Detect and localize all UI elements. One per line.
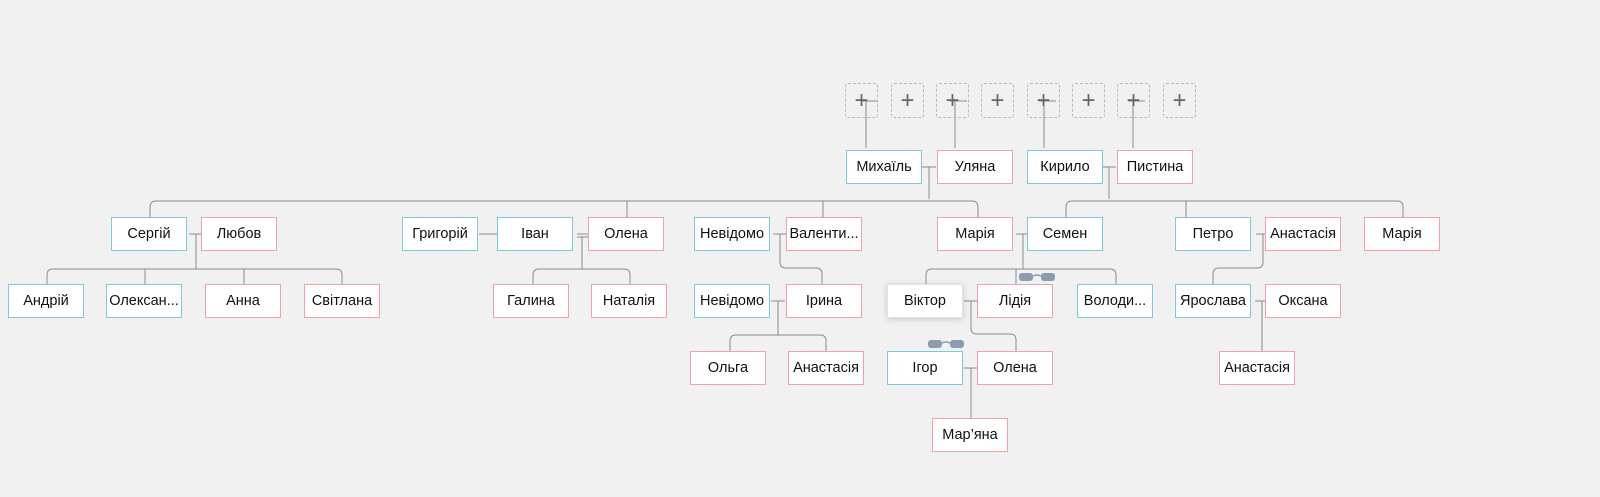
person-card-olena[interactable]: Олена — [588, 217, 664, 251]
person-card-hryhorii[interactable]: Григорій — [402, 217, 478, 251]
glasses-icon — [928, 340, 964, 348]
person-card-ivan[interactable]: Іван — [497, 217, 573, 251]
person-card-anna[interactable]: Анна — [205, 284, 281, 318]
add-parent-button[interactable]: + — [1117, 83, 1150, 118]
person-card-ihor[interactable]: Ігор — [887, 351, 963, 385]
person-card-serhii[interactable]: Сергій — [111, 217, 187, 251]
add-parent-button[interactable]: + — [845, 83, 878, 118]
person-card-anastasiia[interactable]: Анастасія — [788, 351, 864, 385]
glasses-icon — [1019, 273, 1055, 281]
person-card-mykhailo[interactable]: Михаїль — [846, 150, 922, 184]
person-card-kyrylo[interactable]: Кирило — [1027, 150, 1103, 184]
person-card-mariia[interactable]: Марія — [937, 217, 1013, 251]
person-card-petro[interactable]: Петро — [1175, 217, 1251, 251]
person-card-anastasiia[interactable]: Анастасія — [1219, 351, 1295, 385]
person-card-oksana[interactable]: Оксана — [1265, 284, 1341, 318]
person-card-olena[interactable]: Олена — [977, 351, 1053, 385]
person-card-lidiia[interactable]: Лідія — [977, 284, 1053, 318]
person-card-iryna[interactable]: Ірина — [786, 284, 862, 318]
person-card-anastasiia[interactable]: Анастасія — [1265, 217, 1341, 251]
person-card-uliana[interactable]: Уляна — [937, 150, 1013, 184]
person-card-oleksandr[interactable]: Олексан... — [106, 284, 182, 318]
person-card-nataliia[interactable]: Наталія — [591, 284, 667, 318]
person-card-yaroslava[interactable]: Ярослава — [1175, 284, 1251, 318]
person-card-nevidomo[interactable]: Невідомо — [694, 284, 770, 318]
person-card-olha[interactable]: Ольга — [690, 351, 766, 385]
person-card-nevidomo[interactable]: Невідомо — [694, 217, 770, 251]
add-parent-button[interactable]: + — [1163, 83, 1196, 118]
add-parent-button[interactable]: + — [936, 83, 969, 118]
add-parent-button[interactable]: + — [1027, 83, 1060, 118]
person-card-valentyna[interactable]: Валенти... — [786, 217, 862, 251]
person-card-volodymyr[interactable]: Володи... — [1077, 284, 1153, 318]
person-card-svitlana[interactable]: Світлана — [304, 284, 380, 318]
person-card-liubov[interactable]: Любов — [201, 217, 277, 251]
person-card-halyna[interactable]: Галина — [493, 284, 569, 318]
person-card-viktor[interactable]: Віктор — [887, 284, 963, 318]
person-card-pystyna[interactable]: Пистина — [1117, 150, 1193, 184]
add-parent-button[interactable]: + — [1072, 83, 1105, 118]
person-card-semen[interactable]: Семен — [1027, 217, 1103, 251]
person-card-andrii[interactable]: Андрій — [8, 284, 84, 318]
add-parent-button[interactable]: + — [891, 83, 924, 118]
add-parent-button[interactable]: + — [981, 83, 1014, 118]
person-card-marianna[interactable]: Мар’яна — [932, 418, 1008, 452]
person-card-mariia[interactable]: Марія — [1364, 217, 1440, 251]
